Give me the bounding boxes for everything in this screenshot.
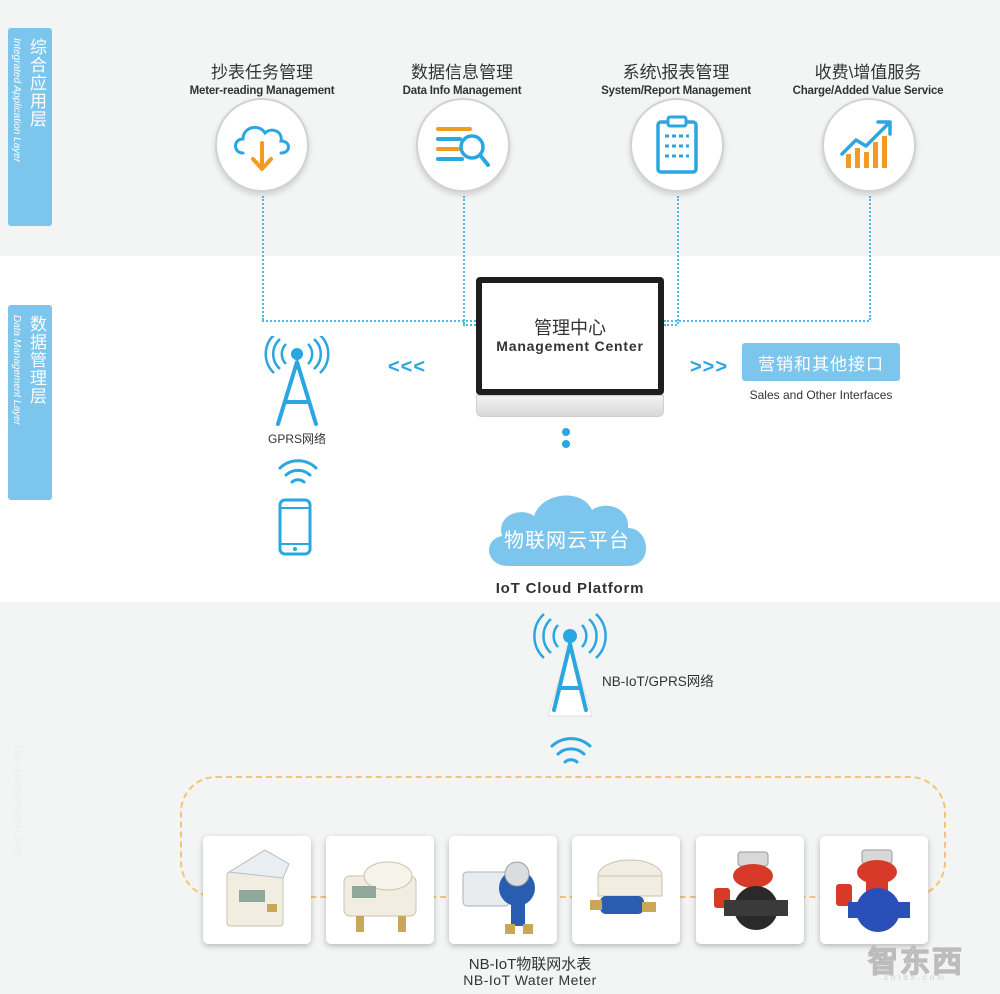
- right-arrows: >>>: [690, 356, 729, 378]
- flow-meter-black-icon: [714, 851, 788, 930]
- management-center-monitor: [476, 277, 664, 419]
- connector-line: [677, 196, 679, 324]
- connector-dot: [562, 428, 570, 436]
- meter-network-loop: [180, 776, 946, 898]
- service-title: 抄表任务管理: [211, 63, 313, 82]
- connector-dot: [562, 440, 570, 448]
- data-layer-tab: 数据管理层 Data Management Layer: [8, 305, 52, 500]
- device-layer-ghost-label: Data Management Layer: [12, 745, 23, 856]
- mobile-phone-icon: [278, 498, 312, 556]
- service-data-info: 数据信息管理 Data Info Management: [372, 58, 552, 97]
- management-center-title: 管理中心: [534, 318, 606, 338]
- wifi-icon: [550, 737, 592, 764]
- iot-cloud-subtitle: IoT Cloud Platform: [495, 580, 645, 597]
- watermark-logo: 智东西 zhidx.com: [858, 935, 988, 985]
- service-subtitle: System/Report Management: [601, 85, 751, 97]
- growth-chart-icon: [822, 98, 916, 192]
- service-title: 收费\增值服务: [814, 63, 922, 82]
- meter-card: [572, 836, 680, 944]
- watermark-text: 智东西: [867, 945, 964, 979]
- connector-line: [463, 324, 476, 326]
- left-arrows: <<<: [388, 356, 427, 378]
- connector-line: [869, 196, 871, 320]
- application-layer-title: 综合应用层: [27, 38, 46, 128]
- nb-iot-network-label: NB-IoT/GPRS网络: [602, 674, 714, 689]
- service-subtitle: Charge/Added Value Service: [792, 85, 944, 97]
- signal-tower-icon: [264, 336, 330, 426]
- wifi-icon: [278, 459, 318, 484]
- service-meter-reading: 抄表任务管理 Meter-reading Management: [172, 58, 352, 97]
- valve-meter-blue-icon: [462, 861, 535, 934]
- service-subtitle: Meter-reading Management: [189, 85, 335, 97]
- meter-card: [696, 836, 804, 944]
- clipboard-report-icon: [630, 98, 724, 192]
- gprs-network-label: GPRS网络: [267, 432, 326, 446]
- meter-card: [449, 836, 557, 944]
- service-title: 系统\报表管理: [622, 63, 730, 82]
- service-charge: 收费\增值服务 Charge/Added Value Service: [778, 58, 958, 97]
- connector-line: [664, 324, 677, 326]
- valve-meter-white-icon: [590, 859, 663, 914]
- sales-interfaces-button[interactable]: 营销和其他接口: [742, 343, 900, 381]
- data-layer-title: 数据管理层: [27, 315, 46, 405]
- connector-line: [463, 196, 465, 324]
- application-layer-tab: 综合应用层 Integrated Application Layer: [8, 28, 52, 226]
- meter-card: [820, 836, 928, 944]
- meter-card: [326, 836, 434, 944]
- water-meter-subtitle: NB-IoT Water Meter: [463, 972, 597, 988]
- data-layer-subtitle: Data Management Layer: [11, 315, 22, 426]
- iot-cloud-icon: [489, 495, 647, 566]
- nb-iot-tower-icon: [533, 613, 607, 717]
- meter-card: [203, 836, 311, 944]
- connector-line: [262, 320, 476, 322]
- smart-meter-icon: [343, 861, 417, 932]
- connector-line: [262, 196, 264, 320]
- service-system-report: 系统\报表管理 System/Report Management: [586, 58, 766, 97]
- prepaid-meter-icon: [226, 849, 290, 927]
- application-layer-subtitle: Integrated Application Layer: [11, 38, 22, 163]
- data-search-icon: [416, 98, 510, 192]
- sales-interfaces-label: Sales and Other Interfaces: [749, 388, 893, 402]
- watermark-sub: zhidx.com: [884, 973, 948, 982]
- flow-meter-blue-icon: [836, 849, 910, 932]
- cloud-download-icon: [215, 98, 309, 192]
- connector-line: [664, 320, 869, 322]
- service-subtitle: Data Info Management: [402, 85, 522, 97]
- service-title: 数据信息管理: [411, 63, 513, 82]
- water-meter-title: NB-IoT物联网水表: [468, 956, 592, 973]
- iot-cloud-title: 物联网云平台: [504, 530, 630, 552]
- management-center-subtitle: Management Center: [496, 338, 644, 354]
